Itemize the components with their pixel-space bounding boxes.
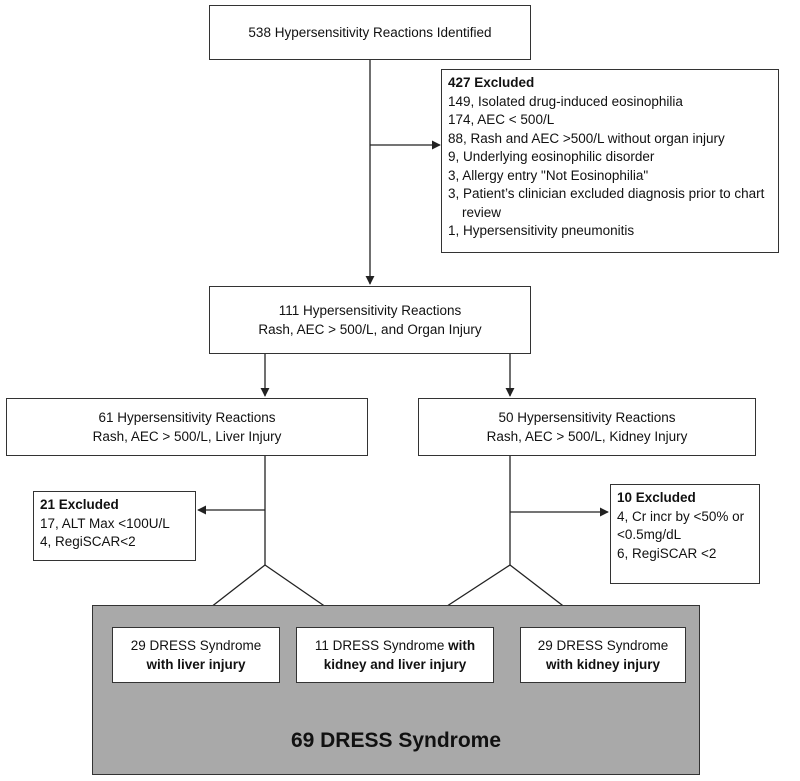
identified-box: 538 Hypersensitivity Reactions Identifie… — [209, 5, 531, 60]
excluded-right-item: 4, Cr incr by <50% or <0.5mg/dL — [617, 508, 745, 543]
outcome-both-count: 11 DRESS Syndrome — [314, 638, 445, 653]
liver-injury-line2: Rash, AEC > 500/L, Liver Injury — [92, 429, 282, 444]
excluded-top-box: 427 Excluded 149, Isolated drug-induced … — [441, 69, 779, 253]
liver-injury-box: 61 Hypersensitivity Reactions Rash, AEC … — [6, 398, 368, 456]
outcome-liver-label: with liver injury — [146, 657, 246, 672]
identified-text: 538 Hypersensitivity Reactions Identifie… — [248, 25, 492, 40]
outcome-kidney-count: 29 DRESS Syndrome — [537, 638, 669, 653]
excluded-top-header: 427 Excluded — [448, 75, 535, 90]
excluded-left-item: 4, RegiSCAR<2 — [40, 534, 136, 549]
kidney-injury-line1: 50 Hypersensitivity Reactions — [498, 410, 676, 425]
organ-injury-box: 111 Hypersensitivity Reactions Rash, AEC… — [209, 286, 531, 354]
excluded-right-header: 10 Excluded — [617, 490, 696, 505]
excluded-top-item: 1, Hypersensitivity pneumonitis — [448, 223, 635, 238]
excluded-top-item: 174, AEC < 500/L — [448, 112, 555, 127]
kidney-injury-box: 50 Hypersensitivity Reactions Rash, AEC … — [418, 398, 756, 456]
excluded-top-item: 149, Isolated drug-induced eosinophilia — [448, 93, 683, 109]
excluded-left-box: 21 Excluded 17, ALT Max <100U/L 4, RegiS… — [33, 491, 196, 561]
excluded-top-item: 88, Rash and AEC >500/L without organ in… — [448, 130, 725, 146]
outcome-liver-box: 29 DRESS Syndrome with liver injury — [112, 627, 280, 683]
excluded-left-item: 17, ALT Max <100U/L — [40, 515, 170, 531]
outcome-liver-count: 29 DRESS Syndrome — [130, 638, 262, 653]
excluded-left-header: 21 Excluded — [40, 497, 119, 512]
excluded-top-item: 9, Underlying eosinophilic disorder — [448, 149, 655, 164]
excluded-right-item: 6, RegiSCAR <2 — [617, 545, 717, 561]
outcome-kidney-label: with kidney injury — [545, 657, 661, 672]
outcome-both-box: 11 DRESS Syndrome with kidney and liver … — [296, 627, 494, 683]
organ-injury-line2: Rash, AEC > 500/L, and Organ Injury — [258, 322, 482, 337]
excluded-top-item: 3, Patient’s clinician excluded diagnosi… — [448, 186, 765, 220]
liver-injury-line1: 61 Hypersensitivity Reactions — [98, 410, 276, 425]
total-dress-label: 69 DRESS Syndrome — [290, 729, 502, 752]
outcome-both-with: with — [444, 638, 476, 653]
excluded-top-item: 3, Allergy entry "Not Eosinophilia" — [448, 167, 649, 183]
excluded-right-box: 10 Excluded 4, Cr incr by <50% or <0.5mg… — [610, 484, 760, 584]
outcome-both-first-line: 11 DRESS Syndrome with — [315, 636, 475, 655]
organ-injury-line1: 111 Hypersensitivity Reactions — [278, 303, 462, 318]
outcome-kidney-box: 29 DRESS Syndrome with kidney injury — [520, 627, 686, 683]
outcome-both-label: kidney and liver injury — [323, 657, 467, 672]
kidney-injury-line2: Rash, AEC > 500/L, Kidney Injury — [486, 429, 688, 444]
